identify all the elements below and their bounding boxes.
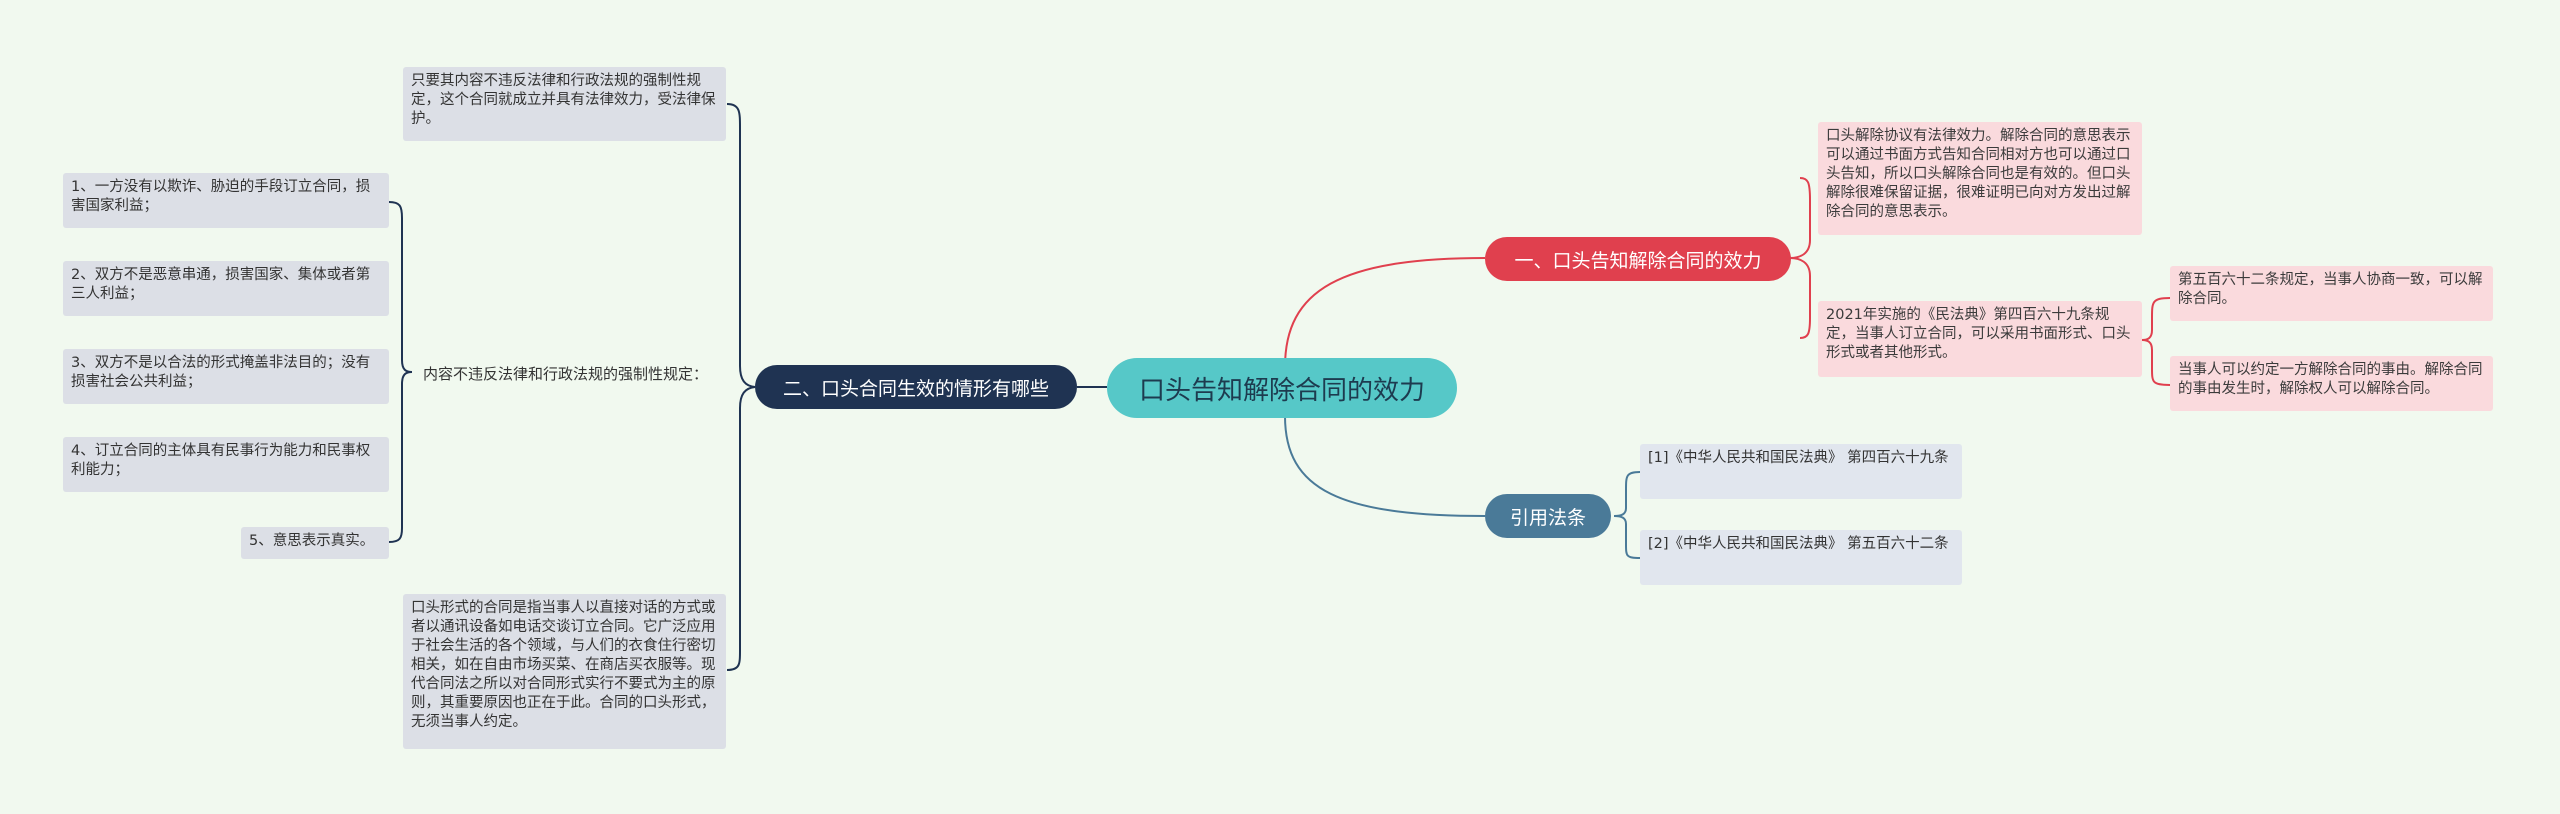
- root-topic[interactable]: 口头告知解除合同的效力: [1107, 358, 1457, 418]
- branch-label: 引用法条: [1509, 506, 1586, 529]
- brace-branch1: [1789, 177, 1811, 339]
- brace-sub-legal: [2141, 297, 2171, 386]
- condition-5: 5、意思表示真实。: [241, 527, 389, 559]
- leaf-oral-termination-validity: 口头解除协议有法律效力。解除合同的意思表示可以通过书面方式告知合同相对方也可以通…: [1818, 122, 2142, 235]
- condition-3: 3、双方不是以合法的形式掩盖非法目的；没有损害社会公共利益；: [63, 349, 389, 404]
- branch-label: 一、口头告知解除合同的效力: [1514, 249, 1762, 272]
- condition-2: 2、双方不是恶意串通，损害国家、集体或者第三人利益；: [63, 261, 389, 316]
- condition-4: 4、订立合同的主体具有民事行为能力和民事权利能力；: [63, 437, 389, 492]
- leaf-oral-form-definition: 口头形式的合同是指当事人以直接对话的方式或者以通讯设备如电话交谈订立合同。它广泛…: [403, 594, 726, 749]
- leaf-termination-cause: 当事人可以约定一方解除合同的事由。解除合同的事由发生时，解除权人可以解除合同。: [2170, 356, 2493, 411]
- root-label: 口头告知解除合同的效力: [1138, 375, 1425, 406]
- branch-oral-contract-conditions[interactable]: 二、口头合同生效的情形有哪些: [755, 365, 1077, 409]
- leaf-citation-2: [2]《中华人民共和国民法典》 第五百六十二条: [1640, 530, 1962, 585]
- branch-citations[interactable]: 引用法条: [1485, 494, 1611, 538]
- link-root-branch1: [1284, 257, 1486, 368]
- brace-citations: [1613, 471, 1641, 559]
- leaf-article-562: 第五百六十二条规定，当事人协商一致，可以解除合同。: [2170, 266, 2493, 321]
- link-root-citations: [1284, 415, 1486, 517]
- subtopic-mandatory-provisions: 内容不违反法律和行政法规的强制性规定：: [423, 364, 709, 383]
- leaf-citation-1: [1]《中华人民共和国民法典》 第四百六十九条: [1640, 444, 1962, 499]
- brace-sub-conditions: [388, 201, 413, 543]
- leaf-valid-if-lawful: 只要其内容不违反法律和行政法规的强制性规定，这个合同就成立并具有法律效力，受法律…: [403, 67, 726, 141]
- condition-1: 1、一方没有以欺诈、胁迫的手段订立合同，损害国家利益；: [63, 173, 389, 228]
- leaf-civil-code-469: 2021年实施的《民法典》第四百六十九条规定，当事人订立合同，可以采用书面形式、…: [1818, 301, 2142, 377]
- branch-label: 二、口头合同生效的情形有哪些: [782, 377, 1049, 400]
- branch-oral-notice-effect[interactable]: 一、口头告知解除合同的效力: [1485, 237, 1791, 281]
